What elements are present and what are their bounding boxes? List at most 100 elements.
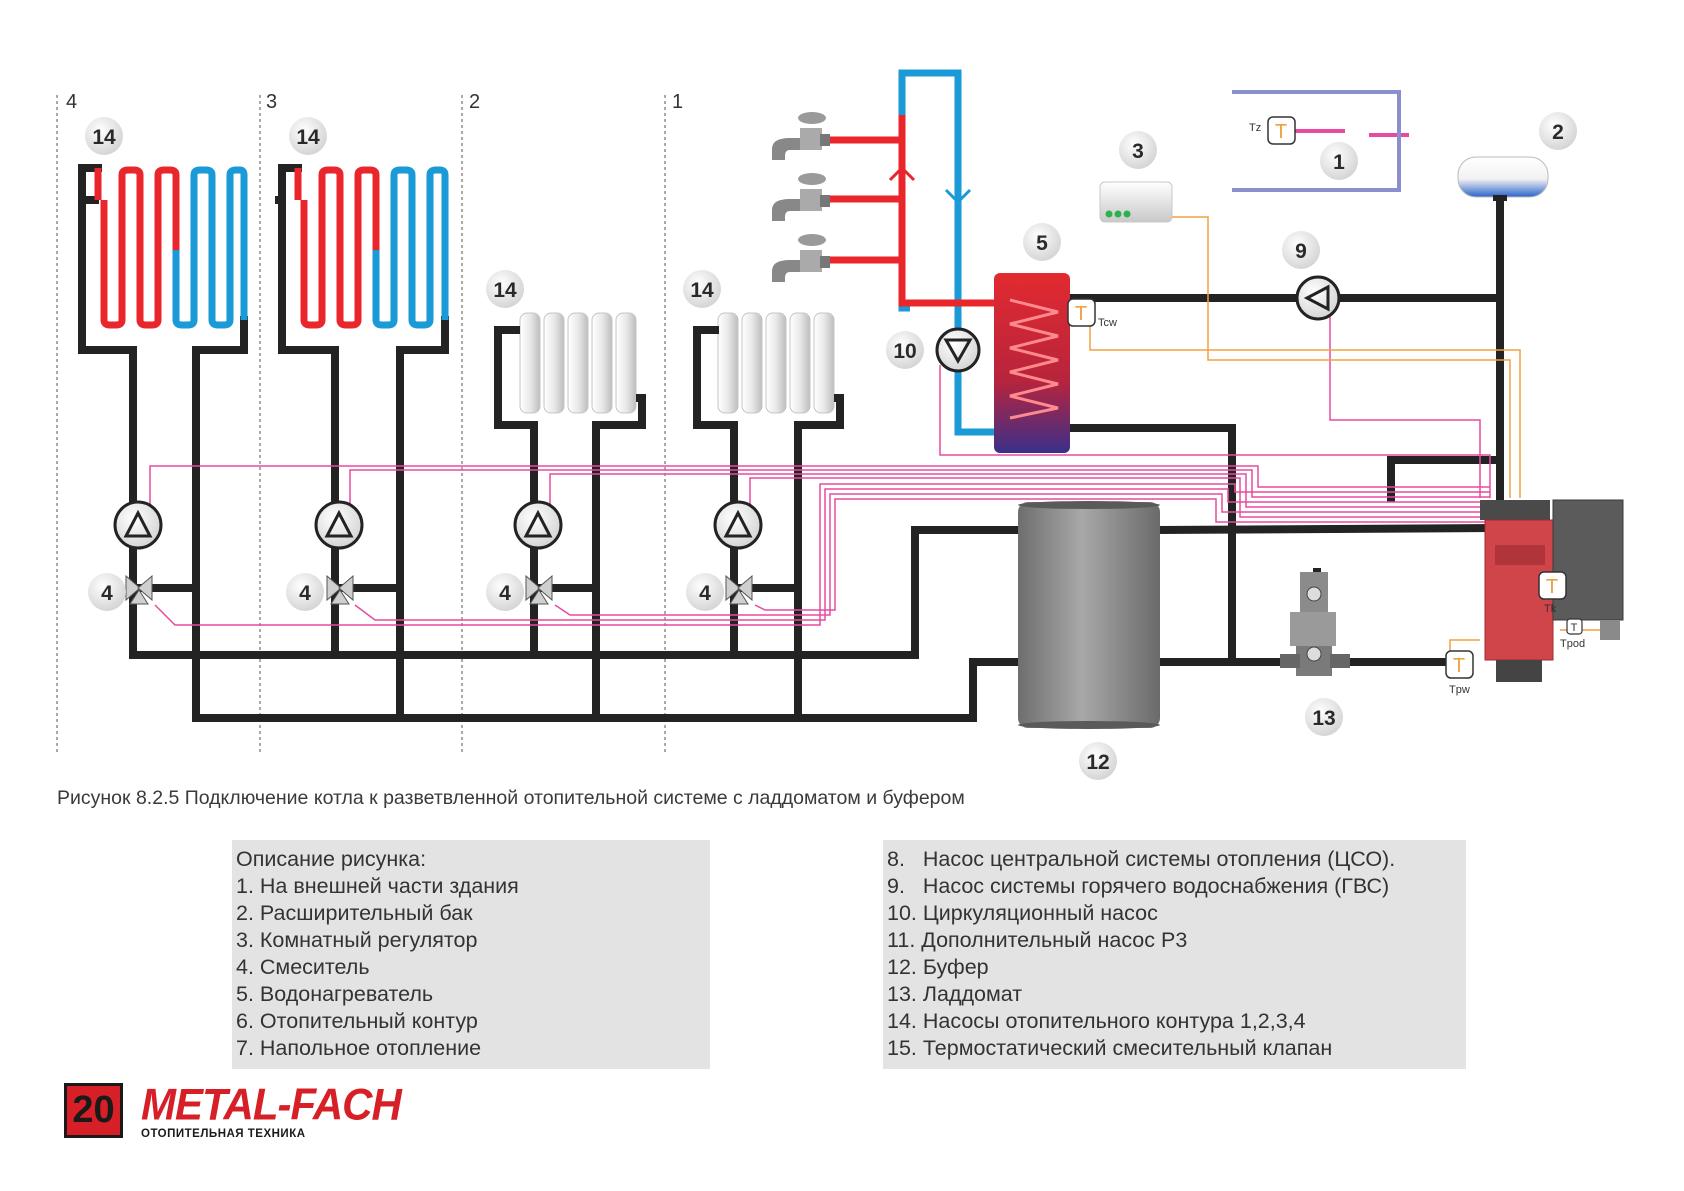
legend-item: 2. Расширительный бак [236,901,473,925]
legend-item: 13. Ладдомат [887,982,1023,1006]
sensor-tcw: T Tcw [1067,298,1117,329]
legend-item: 11. Дополнительный насос P3 [887,928,1188,952]
circuit-dividers [56,95,666,752]
svg-text:9: 9 [1295,240,1307,263]
pump-10 [935,327,981,373]
brand-tagline: ОТОПИТЕЛЬНАЯ ТЕХНИКА [141,1128,306,1140]
radiator-1 [697,312,844,414]
legend-item: 12. Буфер [887,955,989,979]
svg-text:T: T [1453,655,1465,677]
svg-text:10: 10 [893,340,916,363]
floor-coil-3 [294,166,449,329]
svg-text:14: 14 [493,279,517,302]
legend-item: 5. Водонагреватель [236,982,434,1006]
pump-9 [1295,275,1341,321]
sensor-tcw-label: Tcw [1098,317,1117,329]
callout-14-circuit-2: 14 [486,270,524,308]
expansion-tank [1457,156,1549,201]
legend-item: 8. Насос центральной системы отопления (… [887,847,1396,871]
callout-12: 12 [1079,742,1117,780]
svg-text:2: 2 [1552,121,1564,144]
legend-left: Описание рисунка: 1. На внешней части зд… [232,840,710,1069]
page-number: 20 [64,1083,123,1138]
legend-item: 14. Насосы отопительного контура 1,2,3,4 [887,1009,1306,1033]
room-controller [1099,181,1173,223]
svg-text:T: T [1275,121,1287,143]
legend-left-title: Описание рисунка: [236,847,427,871]
svg-text:14: 14 [690,279,714,302]
legend-item: 4. Смеситель [236,955,370,979]
sensor-tz: T Tz [1249,116,1296,145]
pump-circuit-4 [113,500,163,550]
signal-wires-pink [149,129,1491,626]
callout-1: 1 [1320,142,1358,180]
callout-4-circuit-3: 4 [286,573,324,611]
legend-item: 1. На внешней части здания [236,874,519,898]
mixer-valves [125,574,753,605]
circuit-label-4: 4 [66,91,77,113]
callout-13: 13 [1305,698,1343,736]
svg-text:13: 13 [1312,707,1335,730]
svg-text:T: T [1075,303,1087,325]
legend-right: 8. Насос центральной системы отопления (… [883,840,1466,1069]
legend-item: 3. Комнатный регулятор [236,928,478,952]
water-taps [772,112,830,282]
legend-item: 15. Термостатический смесительный клапан [887,1036,1333,1060]
svg-text:4: 4 [299,582,311,605]
pump-circuit-1 [713,500,763,550]
callout-5: 5 [1023,223,1061,261]
circuit-label-2: 2 [469,91,480,113]
svg-text:12: 12 [1086,751,1109,774]
callouts: 14 14 14 14 4 4 4 4 1 2 3 5 9 10 12 13 [85,112,1577,780]
tap-3 [772,234,830,282]
dhw-pipes [828,69,995,436]
legend-item: 6. Отопительный контур [236,1009,478,1033]
callout-3: 3 [1119,131,1157,169]
callout-2: 2 [1539,112,1577,150]
circuit-pumps [113,500,763,550]
callout-10: 10 [886,331,924,369]
pump-circuit-3 [314,500,364,550]
flow-arrows [888,165,972,205]
sensor-tk-label: Tk [1544,603,1557,615]
callout-4-circuit-2: 4 [486,573,524,611]
laddomat [1280,572,1350,676]
boiler [1480,499,1624,682]
figure-caption: Рисунок 8.2.5 Подключение котла к развет… [57,787,965,809]
sensor-tpod: T Tpod [1560,618,1585,650]
circuit-label-1: 1 [672,91,683,113]
buffer-tank [1018,501,1160,729]
callout-14-circuit-4: 14 [85,117,123,155]
legend-item: 9. Насос системы горячего водоснабжения … [887,874,1390,898]
sensor-tk: T Tk [1538,571,1567,615]
sensor-tz-label: Tz [1249,122,1261,134]
outdoor-frame [1232,90,1401,192]
water-heater [994,273,1070,453]
callout-14-circuit-3: 14 [289,117,327,155]
callout-4-circuit-4: 4 [88,573,126,611]
svg-text:1: 1 [1333,151,1345,174]
callout-14-circuit-1: 14 [683,270,721,308]
brand-logo: METAL-FACH [141,1079,402,1130]
svg-text:5: 5 [1036,232,1048,255]
floor-coil-4 [94,166,248,329]
circuit-label-3: 3 [266,91,277,113]
tap-1 [772,112,830,160]
sensor-tpod-label: Tpod [1560,638,1585,650]
svg-text:T: T [1546,576,1558,598]
svg-text:14: 14 [92,126,116,149]
svg-text:4: 4 [499,582,511,605]
legend-item: 10. Циркуляционный насос [887,901,1158,925]
tap-2 [772,173,830,221]
pump-circuit-2 [513,500,563,550]
legend-item: 7. Напольное отопление [236,1036,482,1060]
callout-9: 9 [1282,231,1320,269]
sensor-tpw-label: Tpw [1449,684,1470,696]
callout-4-circuit-1: 4 [686,573,724,611]
svg-text:4: 4 [101,582,113,605]
svg-text:14: 14 [296,126,320,149]
svg-text:T: T [1571,622,1578,634]
heating-system-diagram: 4 3 2 1 [56,69,1624,780]
radiator-2 [498,312,646,414]
svg-text:3: 3 [1132,140,1144,163]
